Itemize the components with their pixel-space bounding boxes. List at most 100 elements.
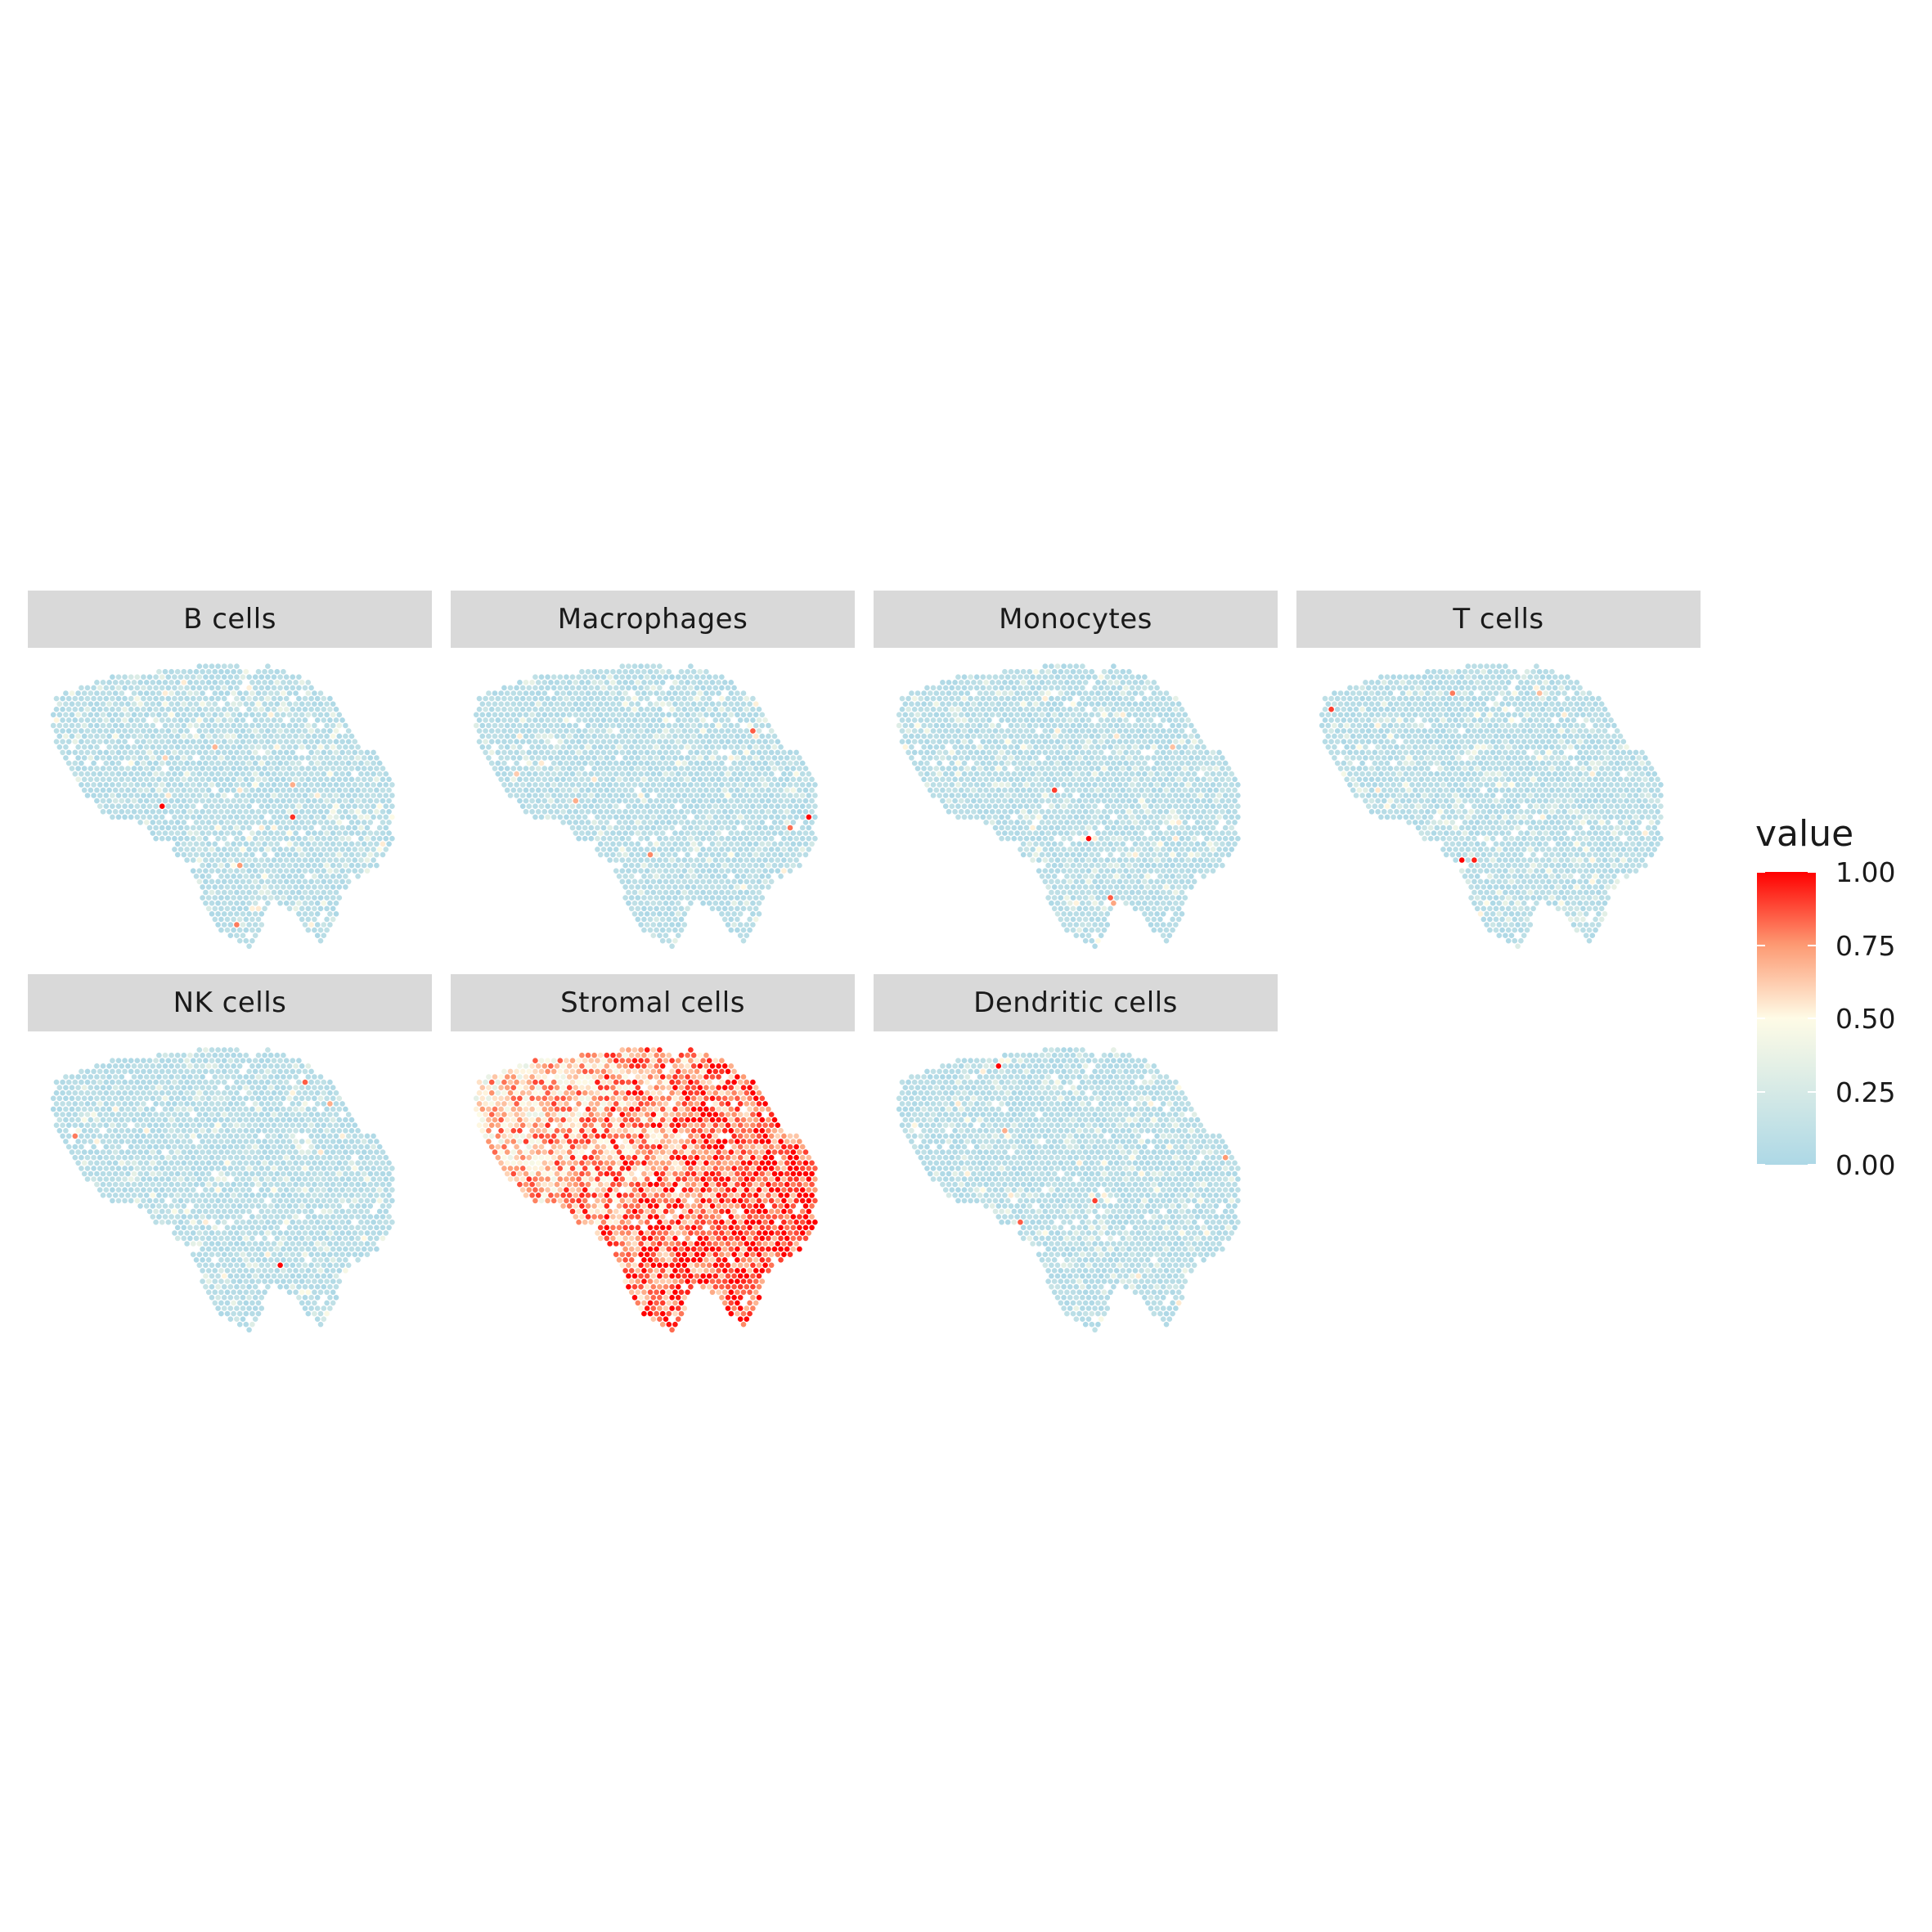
spot-point bbox=[314, 922, 321, 928]
spot-point bbox=[299, 733, 305, 739]
spot-point bbox=[1033, 668, 1039, 675]
spot-point bbox=[532, 771, 538, 777]
spot-point bbox=[1120, 809, 1126, 815]
spot-point bbox=[604, 680, 610, 685]
spot-point bbox=[775, 760, 781, 766]
spot-point bbox=[775, 782, 781, 788]
spot-point bbox=[986, 728, 992, 734]
spot-point bbox=[146, 771, 153, 777]
spot-point bbox=[937, 782, 942, 788]
spot-point bbox=[134, 771, 141, 777]
spot-point bbox=[1160, 814, 1166, 820]
spot-point bbox=[566, 809, 573, 815]
spot-point bbox=[759, 755, 766, 761]
spot-point bbox=[1004, 793, 1011, 798]
spot-point bbox=[246, 847, 252, 852]
spot-point bbox=[582, 793, 588, 798]
spot-point bbox=[374, 798, 380, 804]
spot-point bbox=[156, 798, 162, 804]
spot-point bbox=[258, 911, 265, 917]
spot-point bbox=[1175, 820, 1182, 825]
spot-point bbox=[762, 803, 768, 809]
spot-point bbox=[193, 809, 200, 815]
spot-point bbox=[685, 787, 690, 793]
spot-point bbox=[766, 841, 771, 847]
spot-point bbox=[1120, 830, 1126, 836]
spot-point bbox=[802, 776, 809, 783]
spot-point bbox=[1027, 787, 1033, 793]
spot-point bbox=[1194, 798, 1201, 804]
spot-point bbox=[479, 701, 486, 707]
spot-point bbox=[666, 874, 672, 879]
spot-point bbox=[728, 776, 735, 783]
spot-point bbox=[519, 749, 526, 756]
spot-point bbox=[1126, 733, 1132, 739]
spot-point bbox=[218, 916, 224, 923]
spot-point bbox=[65, 695, 72, 702]
spot-point bbox=[293, 680, 299, 685]
spot-point bbox=[1154, 782, 1160, 788]
spot-point bbox=[134, 728, 141, 734]
spot-point bbox=[740, 851, 747, 858]
spot-point bbox=[1076, 830, 1082, 836]
spot-point bbox=[1210, 782, 1216, 788]
spot-point bbox=[607, 793, 613, 798]
spot-point bbox=[1042, 717, 1049, 723]
spot-point bbox=[675, 685, 681, 691]
spot-point bbox=[585, 809, 591, 815]
spot-point bbox=[1061, 728, 1067, 734]
spot-point bbox=[143, 744, 150, 750]
spot-point bbox=[550, 760, 557, 766]
spot-point bbox=[305, 744, 312, 750]
spot-point bbox=[75, 766, 81, 771]
spot-point bbox=[675, 717, 681, 723]
spot-point bbox=[1080, 760, 1085, 766]
spot-point bbox=[949, 739, 955, 744]
spot-point bbox=[1067, 771, 1073, 777]
spot-point bbox=[1157, 712, 1163, 718]
spot-point bbox=[1049, 685, 1054, 691]
spot-point bbox=[681, 674, 688, 680]
spot-point bbox=[200, 830, 205, 836]
spot-point bbox=[607, 749, 613, 756]
spot-point bbox=[697, 798, 703, 804]
spot-point bbox=[604, 733, 610, 739]
spot-point bbox=[564, 782, 569, 788]
spot-point bbox=[501, 782, 507, 788]
spot-point bbox=[1036, 814, 1042, 820]
spot-point bbox=[1175, 809, 1182, 815]
spot-point bbox=[1129, 782, 1135, 788]
spot-point bbox=[550, 674, 557, 680]
spot-point bbox=[955, 803, 961, 809]
spot-point bbox=[274, 776, 281, 783]
spot-point bbox=[348, 776, 355, 783]
spot-point bbox=[973, 771, 980, 777]
spot-point bbox=[650, 717, 657, 723]
spot-point bbox=[585, 722, 591, 729]
spot-point bbox=[1111, 749, 1117, 756]
spot-point bbox=[286, 680, 293, 685]
spot-point bbox=[488, 706, 495, 712]
spot-point bbox=[607, 695, 613, 702]
spot-point bbox=[927, 776, 933, 783]
spot-point bbox=[345, 782, 352, 788]
spot-point bbox=[519, 739, 526, 744]
spot-point bbox=[100, 787, 106, 793]
spot-point bbox=[678, 776, 685, 783]
spot-point bbox=[203, 847, 209, 852]
spot-point bbox=[110, 782, 115, 788]
spot-point bbox=[1194, 766, 1201, 771]
spot-point bbox=[1036, 717, 1042, 723]
spot-point bbox=[187, 712, 193, 718]
spot-point bbox=[566, 712, 573, 718]
spot-point bbox=[146, 706, 153, 712]
spot-point bbox=[1039, 722, 1045, 729]
spot-point bbox=[330, 755, 336, 761]
spot-point bbox=[744, 922, 750, 928]
spot-point bbox=[675, 868, 681, 874]
spot-point bbox=[942, 771, 949, 777]
spot-point bbox=[582, 739, 588, 744]
spot-point bbox=[196, 717, 203, 723]
spot-point bbox=[647, 820, 654, 825]
spot-point bbox=[196, 728, 203, 734]
